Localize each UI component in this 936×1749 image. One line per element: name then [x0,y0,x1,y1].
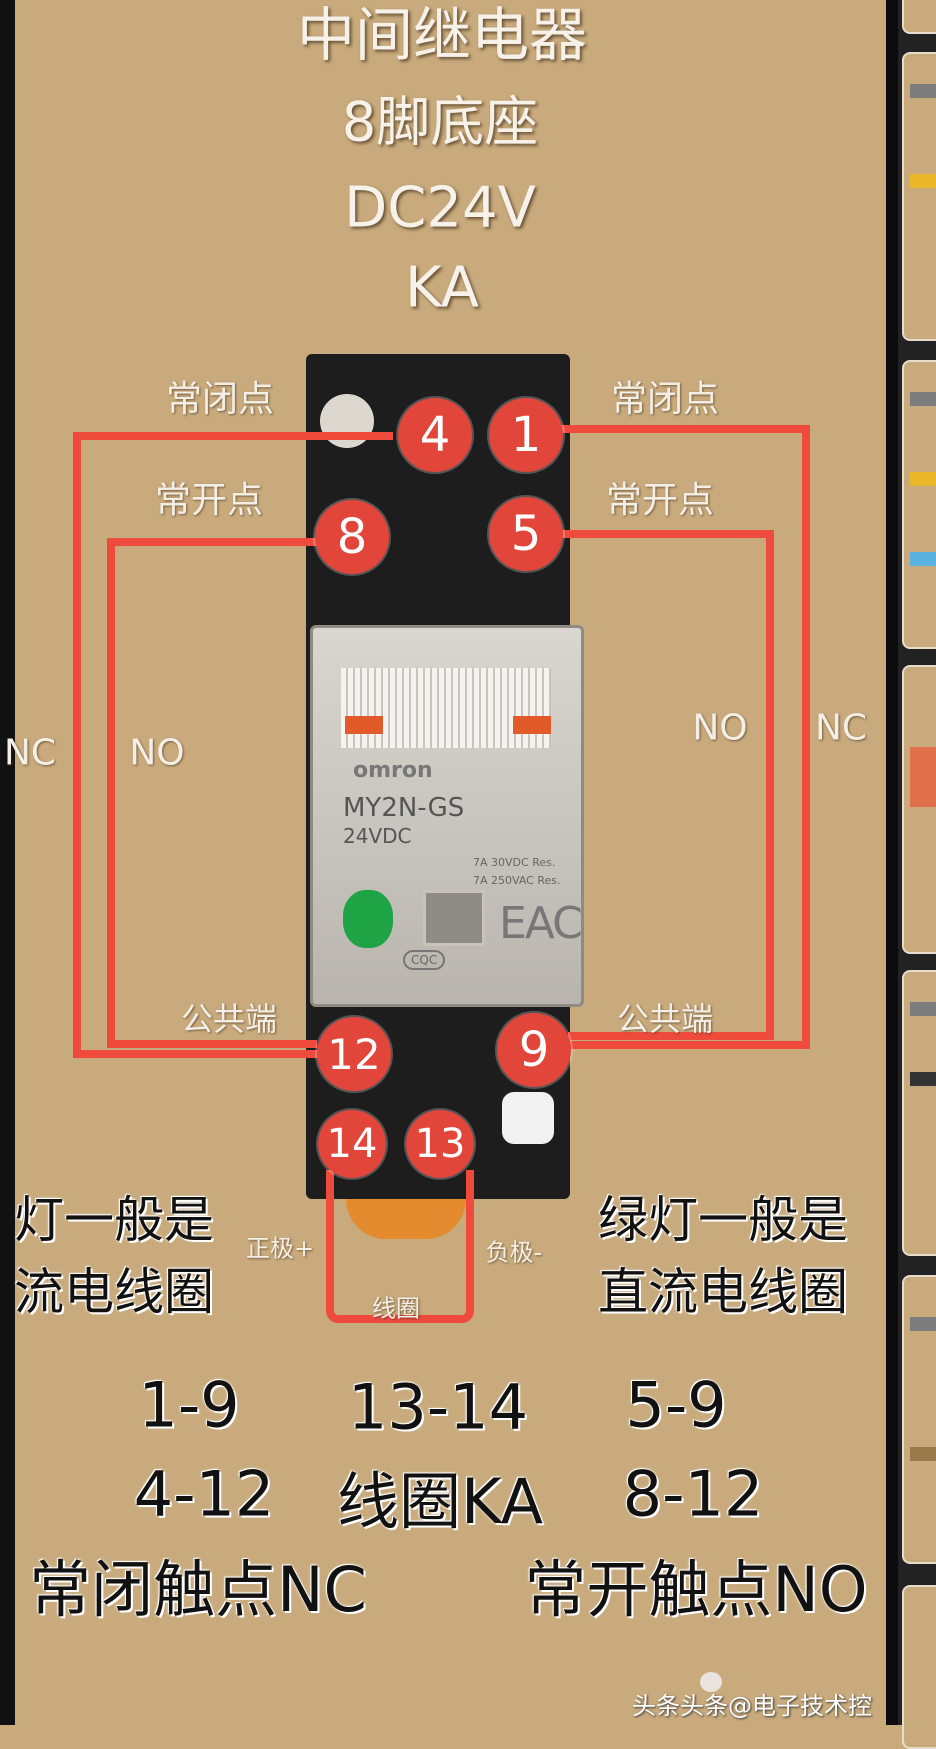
pin-1: 1 [489,398,563,472]
mounting-hole [502,1092,554,1144]
indicator-led-icon [343,890,393,948]
no-pair-2: 8-12 [622,1457,764,1531]
thumbnail[interactable] [902,0,936,34]
test-button[interactable] [423,890,485,946]
no-wire-right [560,530,774,538]
pin-8: 8 [315,500,389,574]
no-wire-right [766,530,774,1038]
nc-label-right: 常闭点 [610,379,720,420]
nc-label-left: 常闭点 [165,379,275,420]
positive-label: 正极+ [245,1234,315,1263]
panel-divider [886,0,898,1725]
pin-12: 12 [317,1017,391,1091]
contact-spec-dc: 7A 30VDC Res. [473,856,556,869]
thumbnail[interactable] [902,52,936,341]
note-right-line1: 绿灯一般是 [598,1191,848,1249]
nc-tag-left: NC [3,732,57,774]
base-type: 8脚底座 [341,90,539,154]
no-label-left: 常开点 [154,480,264,521]
voltage: DC24V [344,175,536,241]
thumbnail[interactable] [902,1585,936,1749]
thumbnail[interactable] [902,360,936,649]
common-label-left: 公共端 [180,1000,278,1038]
no-wire-left [107,538,115,1046]
nc-wire-right [568,1041,810,1049]
brand-logo: omron [353,758,433,783]
model-number: MY2N-GS [343,793,465,823]
nc-tag-right: NC [814,707,868,749]
page-title: 中间继电器 [296,1,588,69]
note-left-line2: 流电线圈 [14,1263,214,1321]
nc-wire-left [73,432,81,1058]
pin-14: 14 [318,1110,386,1178]
no-tag-left: NO [129,732,185,774]
pin-9: 9 [497,1013,571,1087]
contact-marker [513,716,551,734]
no-wire-left [107,538,317,546]
nc-contact-label: 常闭触点NC [29,1553,367,1626]
eac-mark: EAC [499,898,583,949]
din-clip [346,1199,466,1239]
wechat-icon [700,1672,722,1692]
relay-module: omron MY2N-GS 24VDC 7A 30VDC Res. 7A 250… [310,625,584,1007]
nc-wire-right [802,425,810,1049]
cqc-mark: CQC [403,950,446,970]
watermark: 头条头条@电子技术控 [632,1686,872,1721]
coil-rating: 24VDC [343,824,412,848]
coil-bracket [326,1170,474,1323]
negative-label: 负极- [485,1238,543,1267]
pin-4: 4 [398,398,472,472]
nc-pair-1: 1-9 [138,1368,240,1442]
thumbnail[interactable] [902,970,936,1256]
note-left-line1: 灯一般是 [14,1191,214,1249]
nc-pair-2: 4-12 [133,1457,275,1531]
no-contact-label: 常开触点NO [524,1553,868,1626]
no-pair-1: 5-9 [625,1368,727,1442]
coil-label: 线圈 [372,1294,420,1323]
no-wire-left [107,1040,317,1048]
pin-5: 5 [489,497,563,571]
watermark-account: @电子技术控 [728,1692,872,1720]
thumbnail[interactable] [902,1275,936,1564]
relay-symbol: KA [404,255,480,321]
common-label-right: 公共端 [616,1000,714,1038]
thumbnail[interactable] [902,665,936,954]
watermark-platform: 头条头条 [632,1692,728,1720]
pin-13: 13 [406,1110,474,1178]
relay-fins [341,668,551,748]
contact-spec-ac: 7A 250VAC Res. [473,874,561,887]
nc-wire-right [560,425,810,433]
note-right-line2: 直流电线圈 [598,1263,848,1321]
coil-pins: 13-14 [347,1370,529,1444]
nc-wire-left [73,432,393,440]
no-label-right: 常开点 [605,480,715,521]
left-edge-bar [0,0,15,1725]
no-tag-right: NO [692,707,748,749]
no-wire-right [568,1032,774,1040]
contact-marker [345,716,383,734]
nc-wire-left [73,1050,318,1058]
coil-ka: 线圈KA [337,1465,543,1538]
